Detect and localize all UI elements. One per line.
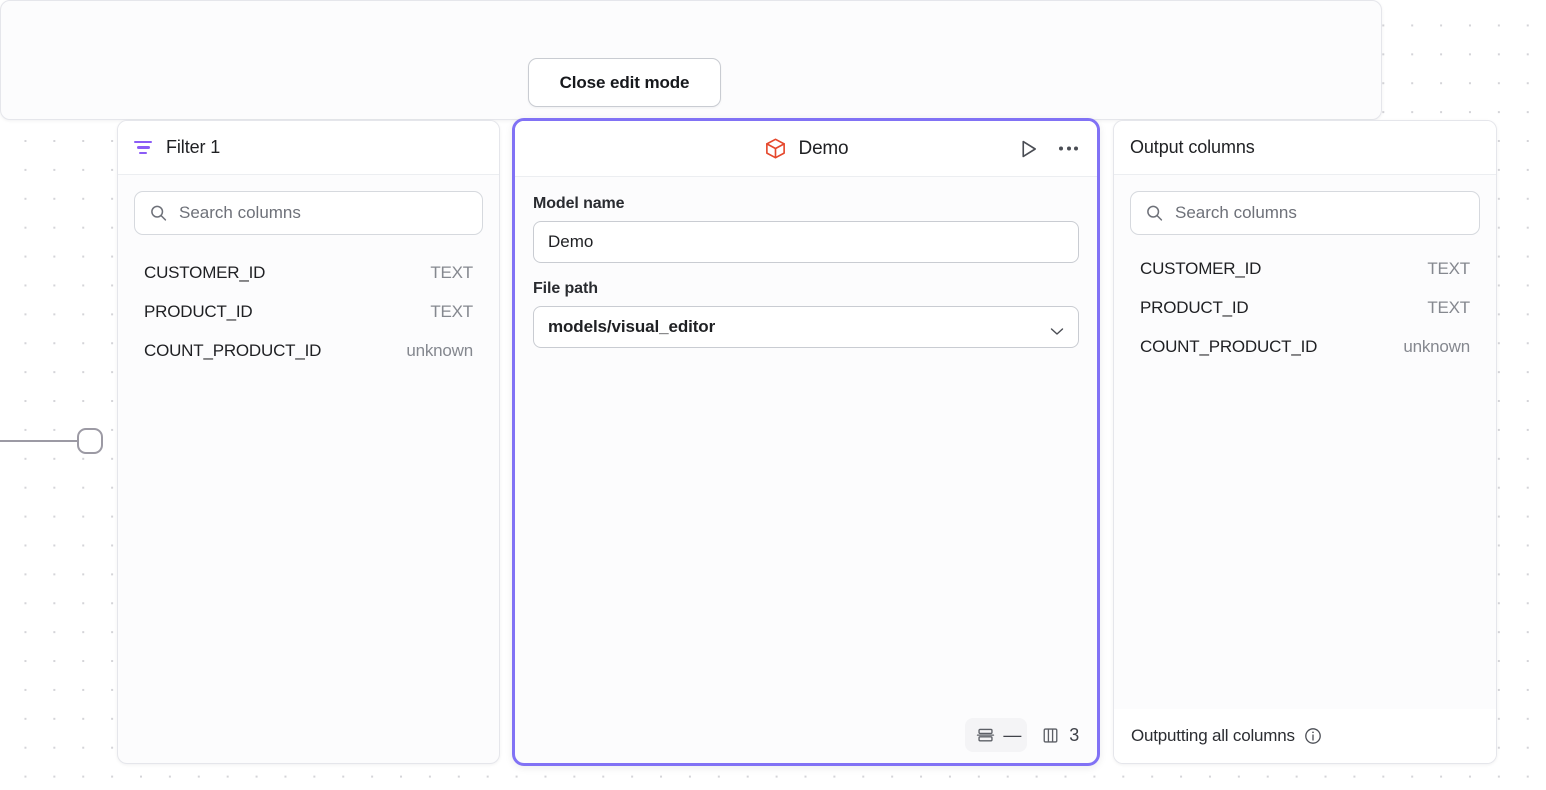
- column-count-group: 3: [1041, 725, 1079, 746]
- column-name: CUSTOMER_ID: [1140, 258, 1262, 278]
- cube-icon: [764, 137, 787, 160]
- output-search-input[interactable]: [1175, 203, 1479, 223]
- columns-icon[interactable]: [1041, 726, 1060, 745]
- column-type: unknown: [1403, 336, 1470, 356]
- filter-panel-body: CUSTOMER_ID TEXT PRODUCT_ID TEXT COUNT_P…: [118, 175, 499, 763]
- search-icon: [150, 205, 167, 222]
- file-path-value: models/visual_editor: [548, 317, 716, 336]
- run-icon[interactable]: [1015, 135, 1042, 162]
- model-panel-body: Model name File path models/visual_edito…: [515, 177, 1097, 707]
- file-path-label: File path: [533, 280, 598, 297]
- model-panel-title: Demo: [798, 137, 849, 159]
- row-count-group: —: [965, 718, 1028, 752]
- filter-column-list: CUSTOMER_ID TEXT PRODUCT_ID TEXT COUNT_P…: [134, 253, 483, 370]
- model-name-input[interactable]: [533, 221, 1079, 263]
- filter-panel[interactable]: Filter 1 CUSTOMER_ID TEXT PRODUCT_ID TEX…: [117, 120, 500, 764]
- model-panel-header: Demo: [515, 121, 1097, 177]
- table-row[interactable]: PRODUCT_ID TEXT: [1130, 288, 1480, 327]
- search-icon: [1146, 205, 1163, 222]
- column-type: TEXT: [430, 301, 473, 321]
- connector-edge: [0, 440, 82, 442]
- output-panel-body: CUSTOMER_ID TEXT PRODUCT_ID TEXT COUNT_P…: [1114, 175, 1496, 709]
- model-header-actions: [1015, 135, 1081, 162]
- chevron-down-icon: [1050, 323, 1064, 335]
- filter-search-box[interactable]: [134, 191, 483, 235]
- output-columns-panel[interactable]: Output columns CUSTOMER_ID TEXT PRODUCT_…: [1113, 120, 1497, 764]
- output-search-box[interactable]: [1130, 191, 1480, 235]
- rows-icon[interactable]: [971, 722, 999, 748]
- connector-handle[interactable]: [77, 428, 103, 454]
- filter-icon: [134, 138, 154, 158]
- output-status-text: Outputting all columns: [1131, 726, 1295, 745]
- column-name: PRODUCT_ID: [1140, 297, 1249, 317]
- table-row[interactable]: COUNT_PRODUCT_ID unknown: [134, 331, 483, 370]
- close-edit-mode-button[interactable]: Close edit mode: [528, 58, 721, 107]
- table-row[interactable]: CUSTOMER_ID TEXT: [134, 253, 483, 292]
- column-name: COUNT_PRODUCT_ID: [144, 340, 322, 360]
- column-name: PRODUCT_ID: [144, 301, 253, 321]
- rows-count: —: [1003, 724, 1022, 745]
- output-column-list: CUSTOMER_ID TEXT PRODUCT_ID TEXT COUNT_P…: [1130, 249, 1480, 366]
- output-panel-footer: Outputting all columns: [1114, 709, 1496, 763]
- model-panel[interactable]: Demo Model name File path models/visual_…: [512, 118, 1100, 766]
- filter-search-input[interactable]: [179, 203, 482, 223]
- file-path-select[interactable]: models/visual_editor: [533, 306, 1079, 348]
- output-panel-header: Output columns: [1114, 121, 1496, 175]
- model-title-group: Demo: [764, 137, 849, 160]
- filter-panel-title: Filter 1: [166, 137, 221, 157]
- column-name: CUSTOMER_ID: [144, 262, 266, 282]
- column-type: TEXT: [430, 262, 473, 282]
- columns-count: 3: [1069, 724, 1079, 745]
- output-panel-title: Output columns: [1130, 137, 1255, 157]
- more-options-icon[interactable]: [1056, 144, 1081, 154]
- filter-panel-header: Filter 1: [118, 121, 499, 175]
- table-row[interactable]: PRODUCT_ID TEXT: [134, 292, 483, 331]
- model-panel-footer: — 3: [515, 707, 1097, 763]
- info-icon[interactable]: [1304, 727, 1322, 745]
- table-row[interactable]: COUNT_PRODUCT_ID unknown: [1130, 327, 1480, 366]
- model-name-label: Model name: [533, 195, 625, 212]
- table-row[interactable]: CUSTOMER_ID TEXT: [1130, 249, 1480, 288]
- column-type: unknown: [406, 340, 473, 360]
- column-name: COUNT_PRODUCT_ID: [1140, 336, 1318, 356]
- column-type: TEXT: [1427, 297, 1470, 317]
- column-type: TEXT: [1427, 258, 1470, 278]
